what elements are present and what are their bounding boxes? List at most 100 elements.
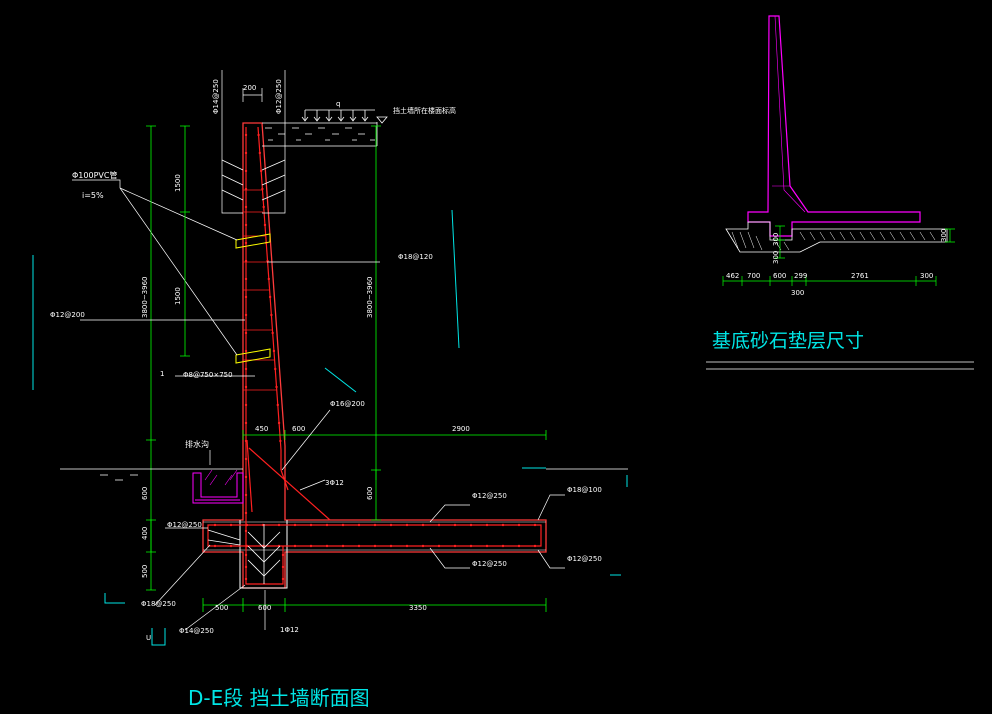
rebar-dot (271, 331, 274, 335)
rebar-dot (268, 295, 272, 299)
base-inner-lines (203, 521, 546, 551)
rebar-dot (293, 523, 297, 527)
rebar-dot (270, 313, 273, 317)
inset-title: 基底砂石垫层尺寸 (712, 330, 864, 352)
rebar-dot (373, 544, 377, 548)
rebar-dot (277, 421, 281, 425)
label-bar-3-12: 3Φ12 (325, 479, 344, 487)
label-dim-600: 600 (292, 425, 305, 433)
inset-gravel-hatch (731, 231, 936, 251)
rebar-dot (229, 523, 233, 527)
rebar-dot (485, 544, 489, 548)
inset-dims (722, 225, 955, 286)
rebar-dot (245, 544, 249, 548)
retaining-wall-section: 200 Φ14@250 Φ12@250 q 挡土墙所在楼面标高 Φ100PVC管… (32, 70, 628, 710)
rebar-dot (421, 523, 425, 527)
rebar-dot (263, 223, 267, 227)
rebar-dot (244, 529, 248, 533)
inset-dim-v1: 300 (772, 233, 780, 246)
label-note-top: 挡土墙所在楼面标高 (393, 106, 456, 115)
inset-dim-5: 300 (920, 272, 933, 280)
rebar-dot (469, 544, 473, 548)
rebar-dot (244, 259, 248, 263)
rebar-dot (501, 544, 505, 548)
rebar-dot (533, 544, 537, 548)
rebar-dot (469, 523, 473, 527)
label-bar-16: Φ16@200 (330, 400, 365, 408)
rebar-dot (244, 385, 248, 389)
rebar-dot (357, 523, 361, 527)
rebar-dot (437, 523, 441, 527)
rebar-dot (213, 544, 217, 548)
rebar-dot (261, 523, 265, 527)
inset-dim-4: 2761 (851, 272, 869, 280)
rebar-dot (517, 523, 521, 527)
rebar-dot (281, 553, 285, 557)
rebar-dot (244, 553, 248, 557)
rebar-dot (244, 493, 248, 497)
base-key-outline (239, 520, 288, 589)
label-mark-u: U (146, 634, 151, 642)
rebar-dot (244, 295, 248, 299)
rebar-dot (453, 523, 457, 527)
bar-leaders (80, 261, 565, 631)
rebar-dot (293, 544, 297, 548)
rebar-dot (244, 565, 248, 569)
rebar-dot (272, 349, 276, 353)
inset-dim-v2: 300 (772, 251, 780, 264)
rebar-dot (437, 544, 441, 548)
wall-hatch (243, 189, 277, 391)
rebar-dot (281, 565, 285, 569)
rebar-dot (341, 523, 345, 527)
rebar-dot (276, 403, 279, 407)
drain-channel (192, 472, 244, 504)
rebar-dot (244, 277, 248, 281)
rebar-dot (501, 523, 505, 527)
rebar-dot (453, 544, 457, 548)
label-bar-top-left: Φ14@250 (212, 79, 220, 114)
rebar-dot (244, 577, 248, 581)
label-bar-12-250c: Φ12@250 (472, 560, 507, 568)
rebar-dot (244, 151, 248, 155)
rebar-dot (266, 259, 269, 263)
rebar-dot (244, 223, 248, 227)
inset-dim-1: 700 (747, 272, 760, 280)
inset-foundation: 462 700 600 299 2761 300 300 300 300 300… (706, 15, 974, 370)
soil-top (262, 122, 378, 147)
label-bar-12-200: Φ12@200 (50, 311, 85, 319)
label-dim-600-bottom: 600 (258, 604, 271, 612)
inset-wall-outline (747, 15, 921, 237)
wall-rebars (207, 126, 542, 585)
rebar-dot (244, 169, 248, 173)
label-slope: i=5% (82, 191, 104, 200)
pvc-pipes (235, 233, 271, 364)
rebar-dot (517, 544, 521, 548)
rebar-dot (325, 544, 329, 548)
pvc-leaders (72, 179, 238, 356)
label-bar-12-250d: Φ12@250 (567, 555, 602, 563)
rebar-dot (389, 523, 393, 527)
rebar-dot (262, 205, 265, 209)
rebar-dots (213, 133, 537, 581)
rebar-dot (258, 151, 262, 155)
label-height-right: 3800~3960 (366, 277, 374, 319)
label-bar-18-250: Φ18@250 (141, 600, 176, 608)
rebar-dot (357, 544, 361, 548)
rebar-dot (279, 439, 282, 443)
rebar-dot (244, 403, 248, 407)
label-dim-1500a: 1500 (174, 174, 182, 192)
inset-dim-under: 300 (791, 289, 804, 297)
rebar-dot (267, 277, 271, 281)
rebar-dot (257, 133, 260, 137)
rebar-dot (244, 439, 248, 443)
rebar-dot (244, 511, 248, 515)
main-title: D-E段 挡土墙断面图 (188, 686, 370, 710)
rebar-dot (405, 544, 409, 548)
rebar-dot (485, 523, 489, 527)
rebar-dot (244, 475, 248, 479)
wall-outline (202, 122, 547, 589)
rebar-dot (309, 544, 313, 548)
label-dim-1500b: 1500 (174, 287, 182, 305)
rebar-dot (421, 544, 425, 548)
label-pvc: Φ100PVC管 (72, 170, 117, 180)
